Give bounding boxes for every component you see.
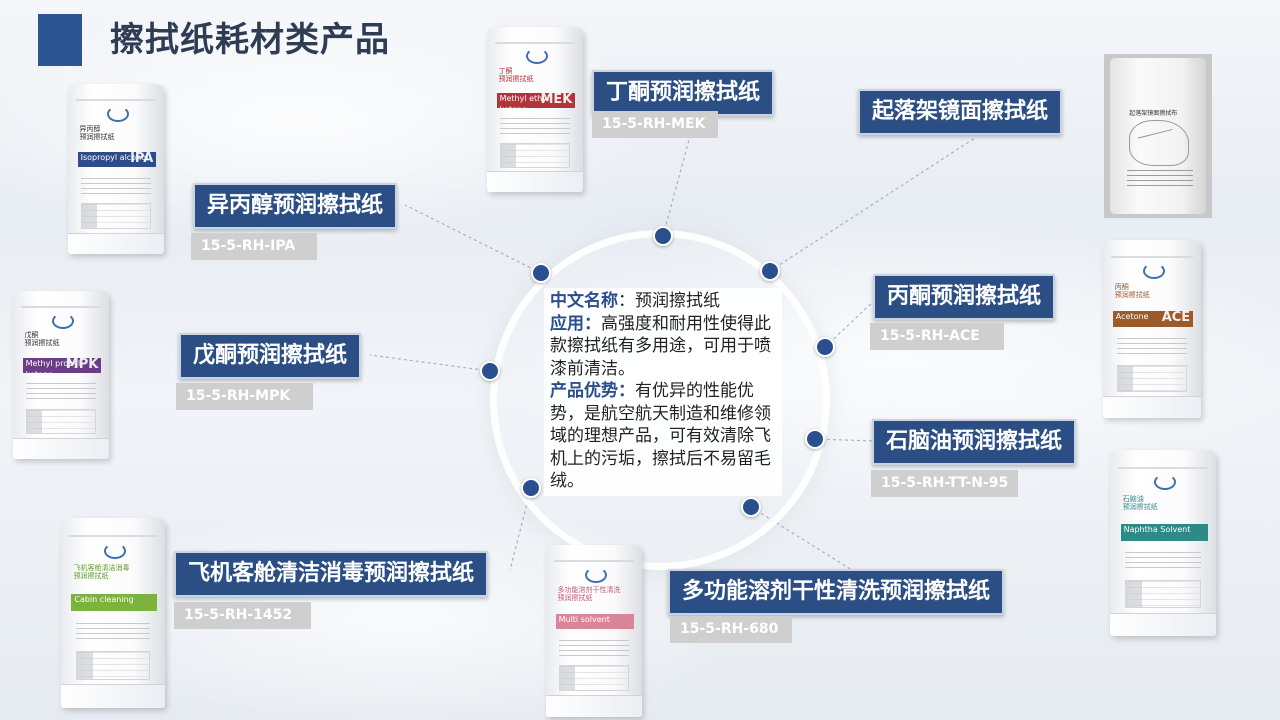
bag-name: 多功能溶剂干性清洗 预润擦拭纸 [557, 586, 621, 603]
product-image-cabin: 飞机客舱清洁消毒 预润擦拭纸 Cabin cleaning [61, 518, 165, 708]
code-ipa: 15-5-RH-IPA [191, 233, 317, 260]
connector-mek [662, 135, 691, 237]
center-description: 中文名称：预润擦拭纸 应用：高强度和耐用性使得此款擦拭纸有多用途，可用于喷漆前清… [544, 288, 782, 496]
brand-logo-icon [526, 48, 548, 65]
product-image-naphtha: 石脑油 预润擦拭纸 Naphtha Solvent [1110, 450, 1216, 636]
brand-logo-icon [104, 542, 126, 559]
label-mek[interactable]: 丁酮预润擦拭纸 [592, 70, 775, 116]
bag-name: 异丙醇 预润擦拭纸 [79, 124, 115, 141]
bag-name: 丙酮 预润擦拭纸 [1114, 282, 1150, 299]
use-key: 应用： [550, 313, 601, 334]
name-value: ：预润擦拭纸 [618, 291, 720, 311]
label-ace[interactable]: 丙酮预润擦拭纸 [873, 274, 1056, 320]
node-dot-naphtha [805, 429, 825, 449]
code-naphtha: 15-5-RH-TT-N-95 [871, 470, 1018, 497]
node-dot-mek [653, 226, 673, 246]
bag-band: Cabin cleaning [71, 594, 157, 612]
name-key: 中文名称 [550, 291, 618, 311]
bag-name: 飞机客舱清洁消毒 预润擦拭纸 [73, 563, 130, 580]
node-dot-multi [741, 497, 761, 517]
bag-name: 石脑油 预润擦拭纸 [1122, 494, 1158, 511]
bag-band: Methyl ethyl ketoneMEK [496, 93, 576, 108]
photo-caption: 起落架镜面擦拭布 [1129, 109, 1178, 117]
label-multi[interactable]: 多功能溶剂干性清洗预润擦拭纸 [668, 569, 1005, 615]
advantage-key: 产品优势： [550, 381, 635, 401]
connector-mpk [369, 354, 491, 372]
connector-ipa [404, 204, 542, 274]
brand-logo-icon [1154, 474, 1176, 491]
node-dot-cabin [521, 478, 541, 498]
code-ace: 15-5-RH-ACE [870, 323, 1004, 350]
code-multi: 15-5-RH-680 [670, 616, 792, 643]
label-ipa[interactable]: 异丙醇预润擦拭纸 [193, 183, 398, 229]
label-mpk[interactable]: 戊酮预润擦拭纸 [179, 333, 362, 379]
brand-logo-icon [52, 312, 74, 329]
product-image-multi: 多功能溶剂干性清洗 预润擦拭纸 Multi solvent [546, 545, 642, 717]
label-landing-gear[interactable]: 起落架镜面擦拭纸 [858, 89, 1063, 135]
code-cabin: 15-5-RH-1452 [174, 602, 311, 629]
brand-logo-icon [585, 567, 607, 584]
advantage-value: 有优异的性能优势，是航空航天制造和维修领域的理想产品，可有效清除飞机上的污垢，擦… [550, 381, 771, 491]
product-image-mek: 丁酮 预润擦拭纸 Methyl ethyl ketoneMEK [487, 27, 583, 192]
bag-band: Naphtha Solvent [1120, 524, 1208, 542]
title-accent-bar [38, 14, 82, 66]
bag-band: Multi solvent [555, 613, 635, 630]
use-value: 高强度和耐用性使得此款擦拭纸有多用途，可用于喷漆前清洁。 [550, 313, 771, 379]
product-image-landing-gear: 起落架镜面擦拭布 [1104, 54, 1212, 218]
bag-name: 丁酮 预润擦拭纸 [498, 66, 534, 83]
label-naphtha[interactable]: 石脑油预润擦拭纸 [872, 419, 1077, 465]
page-title: 擦拭纸耗材类产品 [110, 20, 390, 60]
node-dot-ipa [531, 263, 551, 283]
brand-logo-icon [107, 106, 129, 123]
connector-landing-gear [769, 137, 976, 272]
node-dot-landing-gear [760, 261, 780, 281]
connector-naphtha [814, 438, 875, 442]
product-image-mpk: 戊酮 预润擦拭纸 Methyl propyl ketoneMPK [13, 291, 109, 459]
label-cabin[interactable]: 飞机客舱清洁消毒预润擦拭纸 [174, 551, 489, 597]
code-mek: 15-5-RH-MEK [592, 111, 718, 138]
code-mpk: 15-5-RH-MPK [176, 383, 313, 410]
bag-name: 戊酮 预润擦拭纸 [24, 331, 60, 348]
node-dot-mpk [480, 361, 500, 381]
node-dot-ace [815, 337, 835, 357]
bag-band: Methyl propyl ketoneMPK [22, 358, 102, 374]
brand-logo-icon [1143, 263, 1165, 280]
